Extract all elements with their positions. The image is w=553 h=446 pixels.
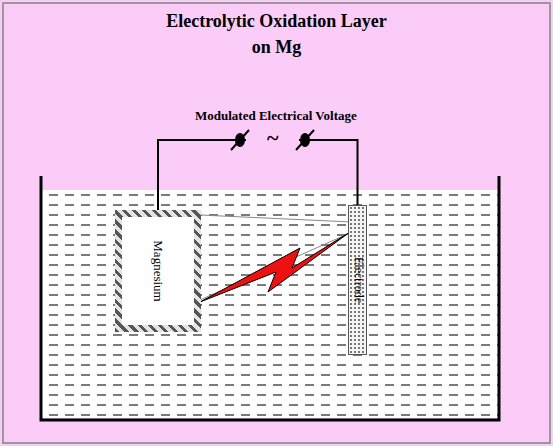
magnesium-workpiece: Magnesium xyxy=(115,210,201,332)
ac-symbol: ~ xyxy=(267,125,278,151)
node-text: Electrode xyxy=(350,257,365,303)
electrolyte xyxy=(42,190,498,418)
node-text: Magnesium xyxy=(150,240,166,301)
title-block: Electrolytic Oxidation Layer on Mg xyxy=(0,8,553,60)
wire xyxy=(158,140,358,210)
discharge-outline xyxy=(200,215,352,300)
title: Electrolytic Oxidation Layer on Mg xyxy=(157,8,397,60)
frame xyxy=(3,3,550,443)
counter-electrode: Electrode xyxy=(348,205,367,355)
voltage-label: Modulated Electrical Voltage xyxy=(195,108,357,124)
discharge-bolt xyxy=(200,232,350,302)
tank xyxy=(41,176,499,420)
